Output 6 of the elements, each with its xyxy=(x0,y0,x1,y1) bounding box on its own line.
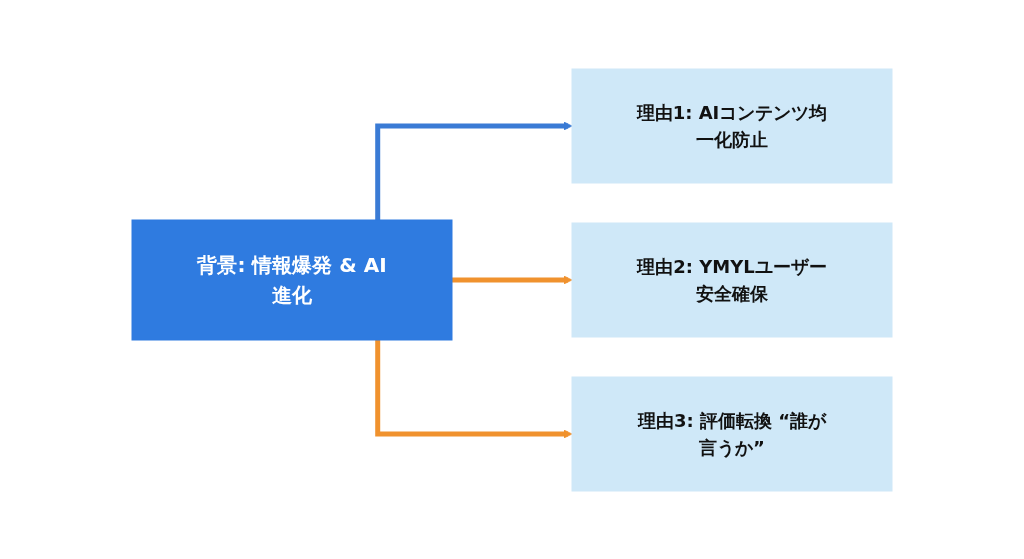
node-box: 理由3: 評価転換 “誰が言うか” xyxy=(571,376,893,491)
node-box: 背景: 情報爆発 & AI進化 xyxy=(131,219,453,340)
node-box: 理由2: YMYLユーザー安全確保 xyxy=(571,222,893,337)
arrow xyxy=(375,121,573,220)
node-box: 理由1: AIコンテンツ均一化防止 xyxy=(571,68,893,183)
arrow xyxy=(375,339,573,438)
